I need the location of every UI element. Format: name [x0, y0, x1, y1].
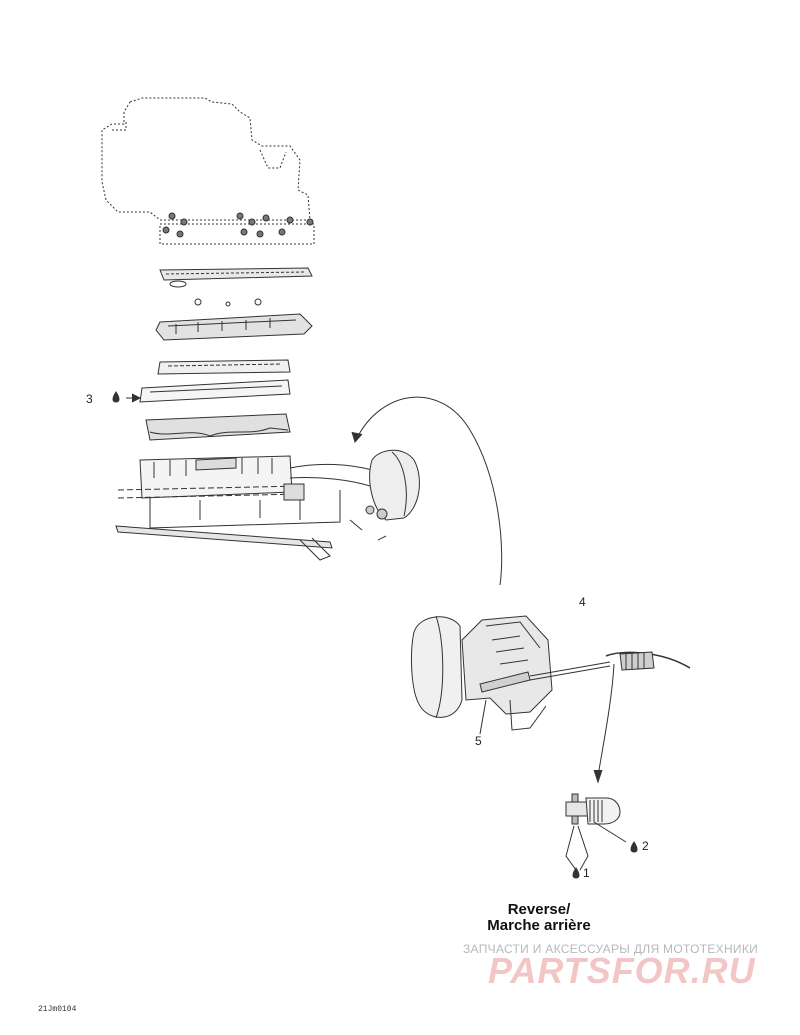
throttle-gasket	[139, 379, 291, 403]
droplet-icon-2	[630, 841, 638, 853]
diagram-reference: 21Jm0104	[38, 1005, 77, 1014]
engine-bolts	[162, 212, 314, 238]
callout-2: 2	[642, 839, 649, 853]
arc-arrowhead	[351, 431, 363, 444]
watermark-logo: PARTSFOR.RU	[488, 950, 756, 991]
reverse-gate-assembly	[411, 615, 691, 731]
callout-5: 5	[475, 734, 482, 748]
adjuster-detail	[565, 793, 627, 871]
caption-line-1: Reverse/	[507, 901, 571, 918]
droplet-icon-1	[572, 867, 580, 879]
intake-manifold	[155, 298, 313, 341]
leader-3-arrowhead	[131, 393, 142, 403]
watermark-tagline: ЗАПЧАСТИ И АКСЕССУАРЫ ДЛЯ МОТОТЕХНИКИ	[463, 942, 759, 956]
engine-outline	[101, 97, 315, 245]
seal-plate	[157, 359, 291, 375]
callout-1: 1	[583, 866, 590, 880]
callout-3: 3	[86, 392, 93, 406]
air-filter	[145, 413, 291, 441]
carburetor-assembly	[115, 449, 420, 561]
leader-5	[479, 699, 487, 735]
leader-detail	[597, 663, 615, 777]
caption-line-2: Marche arrière	[487, 917, 591, 934]
callout-4: 4	[579, 595, 586, 609]
gasket	[159, 267, 313, 288]
diagram-caption: Reverse/ Marche arrière	[474, 902, 604, 934]
connector-arc	[355, 396, 503, 586]
leader-detail-arrowhead	[593, 769, 603, 784]
droplet-icon-3	[112, 391, 120, 403]
